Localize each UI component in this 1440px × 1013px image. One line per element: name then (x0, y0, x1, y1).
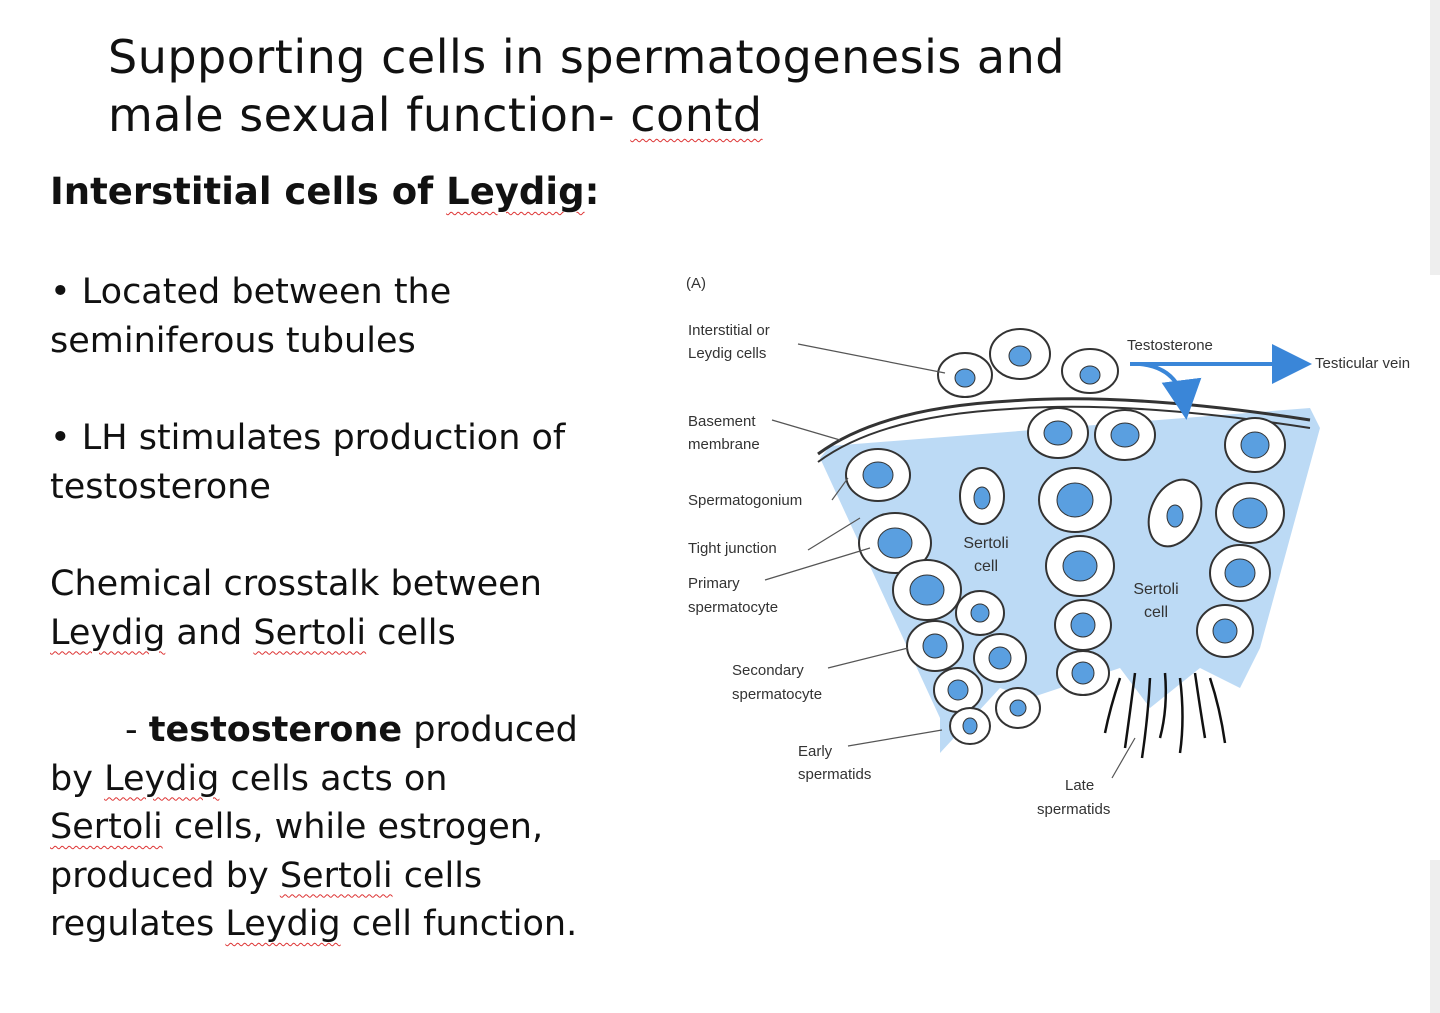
label-testosterone: Testosterone (1127, 337, 1213, 354)
leader-lines (764, 343, 1136, 779)
label-sertoli-1a: Sertoli (963, 535, 1008, 552)
text-acts-on: cells acts on (219, 758, 448, 799)
word-leydig-2: Leydig (104, 758, 220, 799)
germ-cells-left (845, 448, 1041, 745)
word-produced: produced (402, 710, 578, 750)
word-regulates: regulates (50, 904, 226, 944)
text-cell-function: cell function. (340, 904, 578, 944)
word-sertoli-2: Sertoli (50, 807, 163, 847)
word-sertoli-3: Sertoli (279, 855, 393, 896)
text-produced-by: produced by (50, 855, 280, 896)
scrollbar-edge (1430, 0, 1440, 275)
germ-cells-middle (1027, 407, 1156, 696)
leydig-cells (937, 328, 1119, 398)
scrollbar-edge-lower (1430, 860, 1440, 1013)
title-text: male sexual function- (108, 88, 631, 142)
germ-cells-right (1196, 417, 1286, 658)
slide-body: • Located between the seminiferous tubul… (50, 268, 670, 949)
section-heading: Interstitial cells of Leydig: (50, 170, 599, 213)
label-sertoli-2b: cell (1144, 604, 1168, 621)
label-basement-1: Basement (688, 413, 756, 430)
heading-text: Interstitial cells of (50, 170, 447, 213)
label-testicular-vein: Testicular vein (1315, 355, 1410, 372)
label-secondary-1: Secondary (732, 662, 804, 679)
label-late-2: spermatids (1037, 801, 1110, 818)
label-interstitial-2: Leydig cells (688, 345, 766, 362)
dash: - (125, 710, 149, 750)
bullet-2-line-2: testosterone (50, 466, 271, 507)
bullet-1-line-1: • Located between the (50, 272, 452, 312)
para-line-5: regulates Leydig cell function. (50, 900, 670, 949)
label-sertoli-1b: cell (974, 558, 998, 575)
heading-colon: : (584, 170, 600, 213)
word-leydig: Leydig (50, 612, 166, 653)
label-primary-1: Primary (688, 575, 740, 592)
label-sertoli-2a: Sertoli (1133, 581, 1178, 598)
bullet-2-line-1: • LH stimulates production of (50, 418, 566, 458)
title-contd: contd (630, 88, 763, 142)
label-early-1: Early (798, 743, 833, 760)
word-sertoli: Sertoli (253, 612, 367, 653)
label-spermatogonium: Spermatogonium (688, 492, 802, 509)
label-tight-junction: Tight junction (688, 540, 777, 557)
late-spermatids (1103, 672, 1227, 759)
basement-membrane (817, 397, 1311, 456)
slide-title: Supporting cells in spermatogenesis and … (108, 28, 1065, 144)
label-panel: (A) (686, 275, 706, 292)
para-line-2: by Leydig cells acts on (50, 755, 670, 804)
word-cells-2: cells (392, 855, 483, 896)
word-cells: cells (366, 612, 456, 653)
title-line-2: male sexual function- contd (108, 86, 1065, 144)
text-estrogen: cells, while estrogen, (162, 807, 544, 847)
label-late-1: Late (1065, 777, 1094, 794)
crosstalk-line-2: Leydig and Sertoli cells (50, 609, 670, 658)
label-interstitial-1: Interstitial or (688, 322, 770, 339)
label-secondary-2: spermatocyte (732, 686, 822, 703)
word-testosterone: testosterone (148, 710, 403, 750)
para-line-4: produced by Sertoli cells (50, 852, 670, 901)
seminiferous-tubule-diagram: (A) Interstitial or Leydig cells Basemen… (686, 275, 1410, 818)
heading-leydig: Leydig (446, 170, 585, 213)
word-and: and (165, 612, 254, 653)
label-primary-2: spermatocyte (688, 599, 778, 616)
crosstalk-line-1: Chemical crosstalk between (50, 564, 542, 604)
label-basement-2: membrane (688, 436, 760, 453)
para-line-3: Sertoli cells, while estrogen, (50, 803, 670, 852)
bullet-1-line-2: seminiferous tubules (50, 320, 416, 361)
word-by: by (50, 758, 105, 799)
word-leydig-3: Leydig (225, 904, 341, 944)
title-line-1: Supporting cells in spermatogenesis and (108, 30, 1065, 84)
label-early-2: spermatids (798, 766, 871, 783)
para-line-1: - testosterone produced (50, 706, 670, 755)
